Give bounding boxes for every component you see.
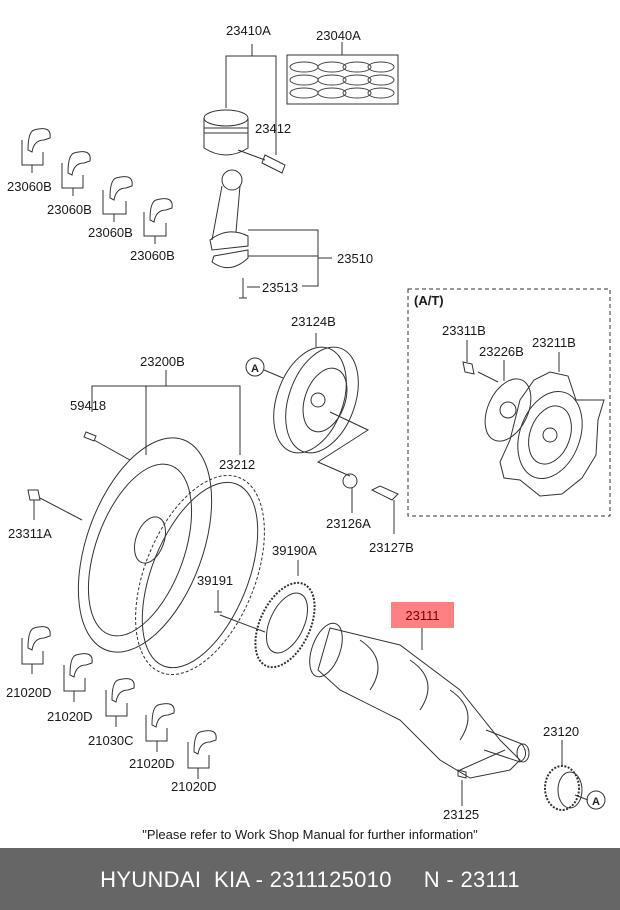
flywheel-drawing [28,370,240,670]
workshop-manual-note: "Please refer to Work Shop Manual for fu… [142,827,478,842]
label-23410A[interactable]: 23410A [226,23,271,38]
label-23124B[interactable]: 23124B [291,314,336,329]
piston-ring-set-drawing [287,42,398,104]
piston-drawing [204,44,285,173]
label-21030C[interactable]: 21030C [88,733,134,748]
connecting-rod-drawing [210,170,332,298]
conn-rod-bearings-drawing [22,129,172,244]
damper-pulley-drawing [246,333,398,534]
label-23126A[interactable]: 23126A [326,516,371,531]
label-59418[interactable]: 59418 [70,398,107,413]
label-23120[interactable]: 23120 [543,724,580,739]
marker-a-bottom: A [592,796,600,808]
footer-text: HYUNDAI KIA - 2311125010 N - 23111 [100,867,520,892]
label-21020D-4[interactable]: 21020D [171,779,217,794]
label-23111: 23111 [405,608,440,623]
section-label-at: (A/T) [414,293,444,308]
sensor-wheel-drawing [214,560,327,676]
part-number-footer: HYUNDAI KIA - 2311125010 N - 23111 [0,848,620,910]
label-23412[interactable]: 23412 [255,121,292,136]
label-23510[interactable]: 23510 [337,251,374,266]
label-23226B[interactable]: 23226B [479,344,524,359]
label-23311B[interactable]: 23311B [442,323,486,338]
label-23513[interactable]: 23513 [262,280,299,295]
parts-diagram: A A 23410A 23040A 23412 23060B 23060B 23… [0,0,620,850]
label-23060B-2[interactable]: 23060B [47,202,92,217]
label-23211B[interactable]: 23211B [532,335,576,350]
label-23060B-4[interactable]: 23060B [130,248,175,263]
label-23125[interactable]: 23125 [443,807,480,822]
label-21020D-1[interactable]: 21020D [6,685,52,700]
ring-gear-drawing [110,457,291,693]
diagram-drawing: A A [0,0,620,850]
at-drive-plate-drawing [408,289,610,516]
crankshaft-sprocket-drawing [545,740,605,810]
label-23127B[interactable]: 23127B [369,540,414,555]
label-39190A[interactable]: 39190A [272,543,317,558]
marker-a-top: A [251,363,259,375]
crankshaft-drawing [303,619,529,806]
label-23060B-3[interactable]: 23060B [88,225,133,240]
label-23212[interactable]: 23212 [219,457,256,472]
label-23060B-1[interactable]: 23060B [7,179,52,194]
label-21020D-2[interactable]: 21020D [47,709,93,724]
label-23200B[interactable]: 23200B [140,354,185,369]
highlighted-part-badge[interactable]: 23111 [391,602,454,628]
label-23311A[interactable]: 23311A [8,526,52,541]
main-bearings-drawing [22,627,216,779]
label-39191[interactable]: 39191 [197,573,234,588]
label-21020D-3[interactable]: 21020D [129,756,175,771]
label-23040A[interactable]: 23040A [316,28,361,43]
